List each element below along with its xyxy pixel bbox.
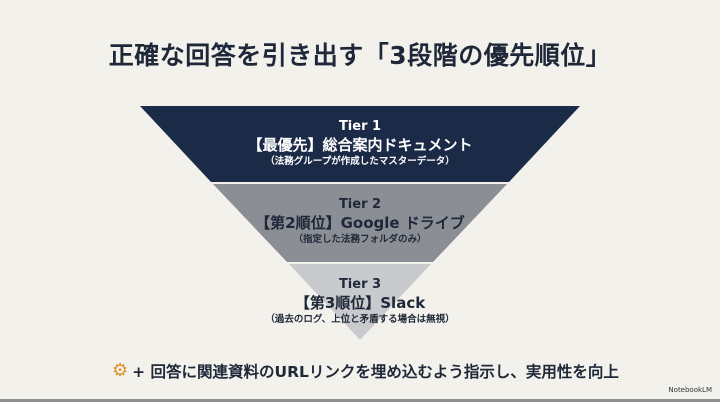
tier-1-label: Tier 1	[338, 119, 382, 134]
tier-2-label: Tier 2	[338, 197, 382, 212]
tier-1-sub: （法務グループが作成したマスターデータ）	[265, 156, 455, 167]
tier-3-sub: （過去のログ、上位と矛盾する場合は無視）	[265, 314, 455, 325]
tip-line: ⚙ + 回答に関連資料のURLリンクを埋め込むよう指示し、実用性を向上	[112, 360, 619, 382]
tip-text: + 回答に関連資料のURLリンクを埋め込むよう指示し、実用性を向上	[132, 363, 619, 381]
tier-1: Tier 1 【最優先】総合案内ドキュメント （法務グループが作成したマスターデ…	[0, 118, 720, 169]
tier-3-heading: 【第3順位】Slack	[294, 294, 426, 312]
tier-3: Tier 3 【第3順位】Slack （過去のログ、上位と矛盾する場合は無視）	[0, 276, 720, 327]
bottom-divider	[0, 399, 720, 402]
slide-title: 正確な回答を引き出す「3段階の優先順位」	[108, 41, 612, 70]
tier-3-label: Tier 3	[338, 277, 382, 292]
gear-icon: ⚙	[112, 360, 129, 381]
notebooklm-watermark: NotebookLM	[668, 386, 712, 394]
tier-2-heading: 【第2順位】Google ドライブ	[255, 214, 465, 232]
tier-2-sub: （指定した法務フォルダのみ）	[293, 234, 427, 245]
tier-1-band	[140, 106, 580, 182]
tier-3-band	[289, 264, 431, 340]
tier-2: Tier 2 【第2順位】Google ドライブ （指定した法務フォルダのみ）	[0, 196, 720, 247]
tier-1-heading: 【最優先】総合案内ドキュメント	[247, 136, 473, 154]
tier-2-band	[213, 184, 507, 262]
